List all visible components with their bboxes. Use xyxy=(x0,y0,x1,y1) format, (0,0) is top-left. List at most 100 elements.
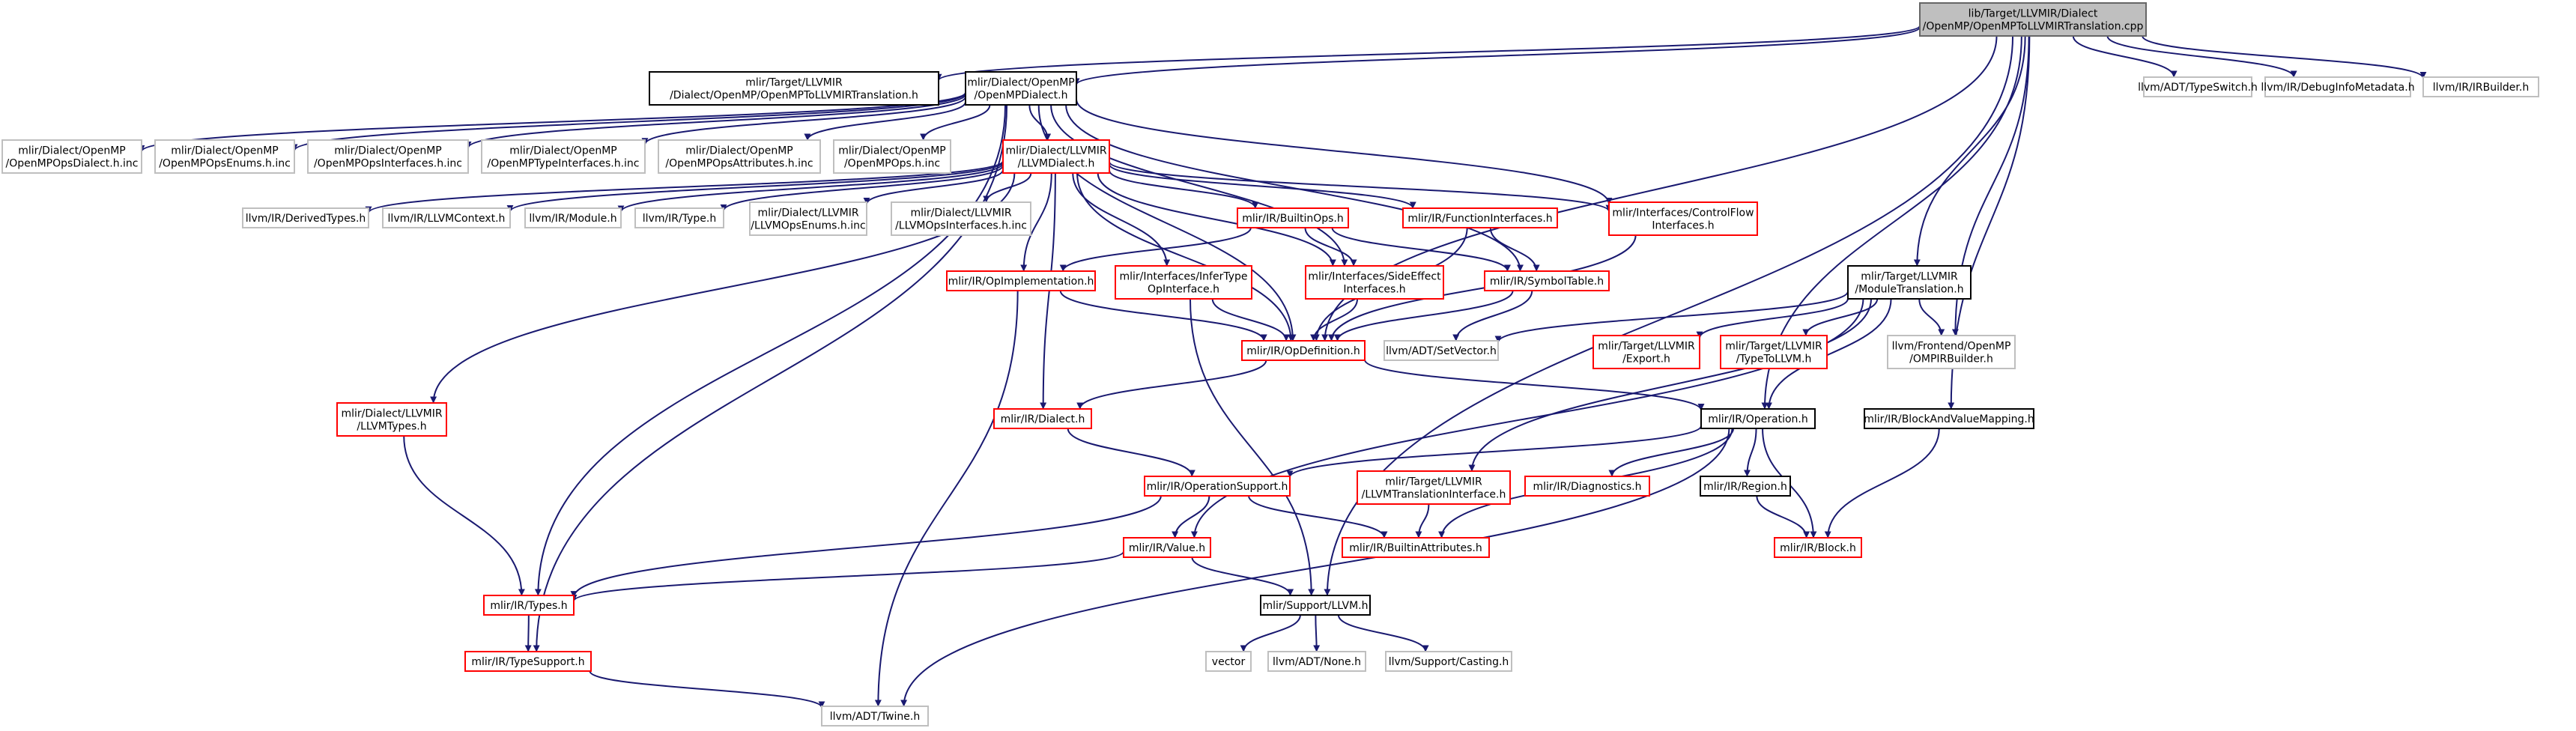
edge-module_translation-to-target_export xyxy=(1696,298,1849,339)
node-builtin_attrs[interactable]: mlir/IR/BuiltinAttributes.h xyxy=(1342,537,1490,558)
edge-omp_dialect_h-to-omp_ops_inc xyxy=(920,104,991,141)
node-adt_setvector: llvm/ADT/SetVector.h xyxy=(1384,340,1499,361)
edge-ir_operation-to-ir_region xyxy=(1743,428,1757,477)
node-box xyxy=(1267,651,1366,672)
edge-module_translation-to-adt_setvector xyxy=(1494,291,1849,343)
edge-function_ifaces-to-symbol_table xyxy=(1489,227,1540,272)
node-box xyxy=(1864,408,2034,429)
node-label-line: /LLVMOpsInterfaces.h.inc xyxy=(895,220,1027,232)
node-box xyxy=(749,201,867,236)
node-op_definition[interactable]: mlir/IR/OpDefinition.h xyxy=(1241,340,1366,361)
node-target_export[interactable]: mlir/Target/LLVMIR/Export.h xyxy=(1592,335,1700,369)
node-label-line: /LLVMTranslationInterface.h xyxy=(1362,489,1506,501)
node-llvm_ops_enums_inc: mlir/Dialect/LLVMIR/LLVMOpsEnums.h.inc xyxy=(749,201,867,236)
node-box xyxy=(1720,335,1828,369)
node-omp_ops_ifaces_inc: mlir/Dialect/OpenMP/OpenMPOpsInterfaces.… xyxy=(307,139,469,174)
node-box xyxy=(1402,207,1558,228)
node-box xyxy=(1592,335,1700,369)
edge-op_definition-to-ir_operation xyxy=(1364,359,1705,411)
node-box xyxy=(2264,76,2411,97)
node-label-line: mlir/Interfaces/ControlFlow xyxy=(1612,207,1754,219)
edge-support_llvm-to-vector xyxy=(1240,614,1301,652)
edge-omp_dialect_h-to-sideeffect_ifaces xyxy=(1050,104,1348,267)
node-label-line: /ModuleTranslation.h xyxy=(1855,284,1963,296)
node-label-line: /Export.h xyxy=(1622,354,1670,366)
node-label-line: Interfaces.h xyxy=(1652,220,1714,232)
edge-ir_types-to-ir_typesupport xyxy=(524,614,532,652)
node-ir_types[interactable]: mlir/IR/Types.h xyxy=(483,595,575,616)
node-module_translation[interactable]: mlir/Target/LLVMIR/ModuleTranslation.h xyxy=(1847,265,1972,300)
edge-module_translation-to-llvm_transl_iface xyxy=(1468,298,1873,472)
edge-operation_support-to-ir_types xyxy=(570,495,1162,598)
node-ir_dialect[interactable]: mlir/IR/Dialect.h xyxy=(993,408,1092,429)
node-box xyxy=(481,139,646,174)
node-ir_value[interactable]: mlir/IR/Value.h xyxy=(1123,537,1211,558)
node-label-line: llvm/IR/Module.h xyxy=(529,213,616,225)
node-label-line: /OpenMPDialect.h xyxy=(975,90,1068,102)
node-label-line: mlir/Dialect/LLVMIR xyxy=(910,207,1011,219)
node-label-line: /OpenMPOps.h.inc xyxy=(844,158,940,170)
node-ir_diagnostics[interactable]: mlir/IR/Diagnostics.h xyxy=(1524,476,1650,497)
node-symbol_table[interactable]: mlir/IR/SymbolTable.h xyxy=(1484,270,1610,291)
node-label-line: /TypeToLLVM.h xyxy=(1736,354,1812,366)
node-omp_transl_h[interactable]: mlir/Target/LLVMIR/Dialect/OpenMP/OpenMP… xyxy=(649,71,939,106)
edge-controlflow_ifaces-to-op_definition xyxy=(1327,234,1637,342)
node-target_typetollvm[interactable]: mlir/Target/LLVMIR/TypeToLLVM.h xyxy=(1720,335,1828,369)
node-label-line: mlir/Dialect/OpenMP xyxy=(838,145,945,157)
edge-root-to-omp_dialect_h xyxy=(1073,26,1921,85)
node-box xyxy=(891,201,1031,236)
node-ir_derivedtypes: llvm/IR/DerivedTypes.h xyxy=(242,207,369,228)
node-label-line: mlir/IR/BlockAndValueMapping.h xyxy=(1864,413,2034,425)
node-label-line: /OpenMPOpsInterfaces.h.inc xyxy=(314,158,462,170)
node-root[interactable]: lib/Target/LLVMIR/Dialect/OpenMP/OpenMPT… xyxy=(1919,2,2147,37)
node-box xyxy=(1700,408,1816,429)
node-ir_typesupport[interactable]: mlir/IR/TypeSupport.h xyxy=(464,651,592,672)
node-label-line: mlir/IR/OpImplementation.h xyxy=(948,276,1094,288)
node-box xyxy=(242,207,369,228)
edge-llvm_dialect-to-function_ifaces xyxy=(1109,163,1416,209)
edge-omp_dialect_h-to-llvm_dialect xyxy=(1028,104,1052,141)
node-box xyxy=(1524,476,1650,497)
node-llvm_ops_ifaces_inc: mlir/Dialect/LLVMIR/LLVMOpsInterfaces.h.… xyxy=(891,201,1031,236)
edge-omp_dialect_h-to-omp_ops_attrs_inc xyxy=(804,101,966,141)
node-label-line: /LLVMOpsEnums.h.inc xyxy=(751,220,865,232)
node-support_llvm[interactable]: mlir/Support/LLVM.h xyxy=(1260,595,1371,616)
edge-ir_value-to-support_llvm xyxy=(1191,556,1294,596)
edge-ir_typesupport-to-adt_twine xyxy=(589,670,825,709)
node-ir_region[interactable]: mlir/IR/Region.h xyxy=(1700,476,1791,497)
node-llvm_transl_iface[interactable]: mlir/Target/LLVMIR/LLVMTranslationInterf… xyxy=(1357,470,1511,505)
edge-block_value_mapping-to-ir_block xyxy=(1824,428,1940,539)
node-llvm_dialect[interactable]: mlir/Dialect/LLVMIR/LLVMDialect.h xyxy=(1002,139,1110,174)
node-llvm_types[interactable]: mlir/Dialect/LLVMIR/LLVMTypes.h xyxy=(336,402,447,437)
node-op_implementation[interactable]: mlir/IR/OpImplementation.h xyxy=(946,270,1096,291)
node-omp_ops_inc: mlir/Dialect/OpenMP/OpenMPOps.h.inc xyxy=(833,139,951,174)
node-box xyxy=(1384,340,1499,361)
node-block_value_mapping[interactable]: mlir/IR/BlockAndValueMapping.h xyxy=(1864,408,2034,429)
node-label-line: mlir/Target/LLVMIR xyxy=(1725,341,1822,353)
edge-module_translation-to-omp_irbuilder xyxy=(1918,298,1945,336)
node-box xyxy=(483,595,575,616)
node-label-line: /OpenMPTypeInterfaces.h.inc xyxy=(488,158,640,170)
edge-llvm_dialect-to-op_implementation xyxy=(1020,172,1052,272)
edge-operation_support-to-ir_value xyxy=(1172,495,1210,539)
node-box xyxy=(1608,201,1758,236)
node-omp_dialect_h[interactable]: mlir/Dialect/OpenMP/OpenMPDialect.h xyxy=(965,71,1077,106)
node-label-line: mlir/IR/Operation.h xyxy=(1708,413,1807,425)
node-box xyxy=(1919,2,2147,37)
node-operation_support[interactable]: mlir/IR/OperationSupport.h xyxy=(1144,476,1291,497)
node-ir_block[interactable]: mlir/IR/Block.h xyxy=(1774,537,1862,558)
node-label-line: mlir/IR/OperationSupport.h xyxy=(1147,481,1288,493)
node-box xyxy=(1241,340,1366,361)
node-box xyxy=(1,139,142,174)
node-ir_operation[interactable]: mlir/IR/Operation.h xyxy=(1700,408,1816,429)
node-adt_twine: llvm/ADT/Twine.h xyxy=(821,706,929,727)
node-builtin_ops[interactable]: mlir/IR/BuiltinOps.h xyxy=(1237,207,1349,228)
node-label-line: mlir/IR/Dialect.h xyxy=(1001,413,1085,425)
node-label-line: OpInterface.h xyxy=(1148,284,1219,296)
node-function_ifaces[interactable]: mlir/IR/FunctionInterfaces.h xyxy=(1402,207,1558,228)
edge-symbol_table-to-op_definition xyxy=(1333,290,1514,342)
node-label-line: /OpenMPOpsDialect.h.inc xyxy=(5,158,138,170)
